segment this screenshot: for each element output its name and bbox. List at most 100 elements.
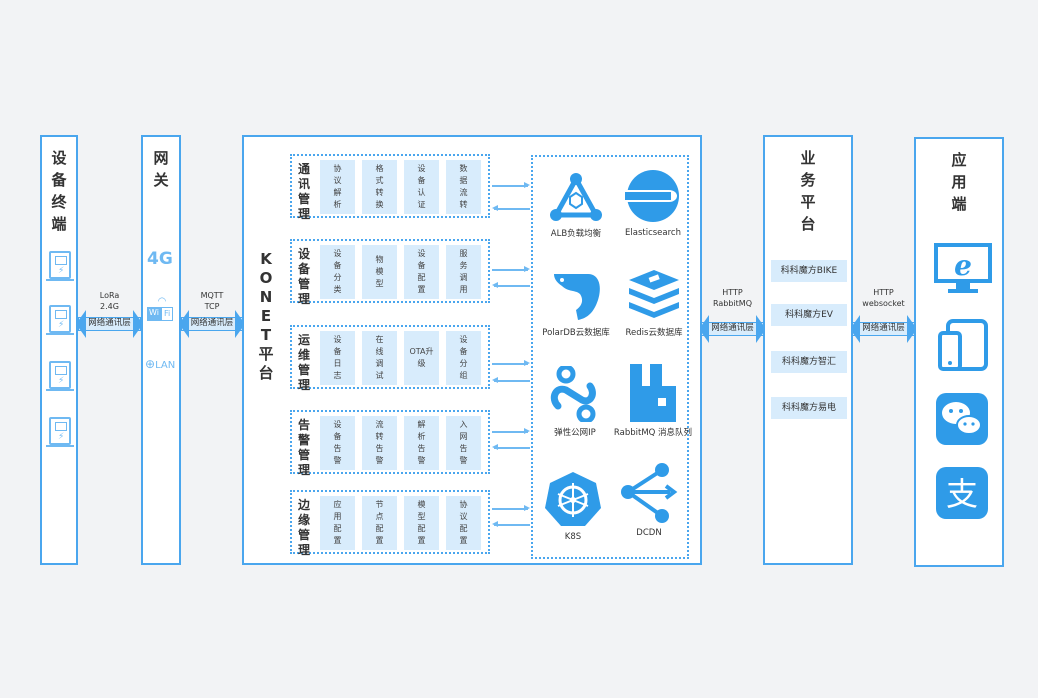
title-char: 设: [297, 247, 310, 261]
module-title: 告警管理: [296, 418, 312, 478]
cell-label: 设备日志: [333, 335, 342, 380]
module-cell: 流转告警: [362, 416, 397, 470]
title-char: O: [259, 269, 273, 287]
module-cell: 应用配置: [320, 496, 355, 550]
title-char: 平: [800, 193, 816, 211]
charging-pile-icon: ⚡: [46, 361, 74, 391]
title-char: 用: [951, 173, 967, 191]
service-eip: 弹性公网IP: [537, 366, 613, 438]
link-business-app: HTTP websocket 网络通讯层: [850, 287, 917, 345]
charging-pile-icon: ⚡: [46, 305, 74, 335]
module-cell: 在线调试: [362, 331, 397, 385]
globe-icon: ⊕: [145, 357, 156, 371]
title-char: 理: [297, 207, 310, 221]
title-char: 维: [297, 348, 310, 362]
wifi-label-wi: Wi: [147, 307, 161, 321]
lan-label: LAN: [155, 360, 176, 371]
title-char: N: [259, 288, 273, 306]
services-panel: [531, 155, 689, 559]
link-protocol-top: HTTP: [722, 288, 743, 297]
connector-arrow-right: [492, 266, 530, 272]
charging-pile-icon: ⚡: [46, 417, 74, 447]
gateway-title: 网 关: [143, 147, 179, 191]
title-char: 台: [258, 364, 274, 382]
cell-label: 设备配置: [417, 249, 426, 294]
title-char: E: [260, 307, 272, 325]
connector-arrow-left: [492, 377, 530, 383]
cell-label: 服务调用: [459, 249, 468, 294]
charging-pile-icon: ⚡: [46, 251, 74, 281]
title-char: 务: [800, 171, 816, 189]
arrow-right-head: [235, 310, 245, 338]
link-protocol-mid: TCP: [204, 302, 220, 311]
arrow-left-head: [850, 315, 860, 343]
title-char: T: [260, 326, 272, 344]
title-char: 台: [800, 215, 816, 233]
connector-arrow-right: [492, 505, 530, 511]
arrow-right-head: [907, 315, 917, 343]
module-cell: 设备告警: [320, 416, 355, 470]
module-cell: 入网告警: [446, 416, 481, 470]
link-protocol-top: HTTP: [873, 288, 894, 297]
module-cell: 解析告警: [404, 416, 439, 470]
cell-label: 协议配置: [459, 500, 468, 545]
gateway-column: 网 关 4G ◠ Wi Fi ⊕LAN: [141, 135, 181, 565]
title-char: 缘: [297, 513, 310, 527]
link-band-label: 网络通讯层: [852, 322, 915, 336]
module-cell: 数据流转: [446, 160, 481, 214]
desktop-browser-icon: e: [934, 243, 992, 293]
title-char: 管: [297, 192, 310, 206]
title-char: 端: [51, 215, 67, 233]
cell-label: 应用配置: [333, 500, 342, 545]
arrow-left-head: [699, 315, 709, 343]
connector-arrow-left: [492, 205, 530, 211]
module-title: 设备管理: [296, 247, 312, 307]
title-char: 管: [297, 528, 310, 542]
module-cell: 服务调用: [446, 245, 481, 299]
title-char: 警: [297, 433, 310, 447]
service-rabbitmq: RabbitMQ 消息队列: [609, 364, 697, 438]
business-platform-column: 业 务 平 台: [763, 135, 853, 565]
title-char: 应: [951, 151, 967, 169]
module-cell: 物模型: [362, 245, 397, 299]
module-cell: 设备分类: [320, 245, 355, 299]
title-char: 讯: [297, 177, 310, 191]
tablet-phone-icon: [938, 319, 988, 371]
link-protocol-mid: 2.4G: [100, 302, 119, 311]
cell-label: 设备分类: [333, 249, 342, 294]
device-terminal-column: 设 备 终 端 ⚡ ⚡ ⚡ ⚡: [40, 135, 78, 565]
title-char: 理: [297, 543, 310, 557]
module-edge: 边缘管理 应用配置 节点配置 模型配置 协议配置: [290, 490, 490, 557]
lan-icon: ⊕LAN: [145, 357, 175, 371]
4g-icon: 4G: [147, 249, 173, 269]
arrow-right-head: [756, 315, 766, 343]
title-char: 备: [51, 171, 67, 189]
cell-label: 节点配置: [375, 500, 384, 545]
service-label: PolarDB云数据库: [542, 328, 610, 338]
title-char: 理: [297, 463, 310, 477]
service-label: K8S: [564, 532, 582, 542]
link-band-label: 网络通讯层: [701, 322, 764, 336]
link-device-gateway: LoRa 2.4G 网络通讯层: [76, 290, 143, 340]
title-char: 网: [153, 149, 169, 167]
title-char: 运: [297, 333, 310, 347]
connector-arrow-left: [492, 444, 530, 450]
service-label: ALB负载均衡: [550, 229, 602, 239]
application-column: 应 用 端 e 支: [914, 137, 1004, 567]
application-title: 应 用 端: [916, 149, 1002, 215]
service-alb: ALB负载均衡: [538, 171, 614, 239]
module-cell: 设备日志: [320, 331, 355, 385]
title-char: 理: [297, 292, 310, 306]
link-protocol-top: MQTT: [200, 291, 224, 300]
business-item: 科科魔方BIKE: [771, 260, 847, 282]
cell-label: 流转告警: [375, 420, 384, 465]
arrow-left-head: [179, 310, 189, 338]
service-k8s: K8S: [540, 470, 606, 542]
module-cell: 设备认证: [404, 160, 439, 214]
business-item: 科科魔方EV: [771, 304, 847, 326]
business-platform-title: 业 务 平 台: [765, 147, 851, 235]
svg-text:e: e: [954, 249, 972, 282]
wechat-icon: [936, 393, 988, 445]
kubernetes-icon: [545, 472, 601, 526]
connector-arrow-left: [492, 521, 530, 527]
